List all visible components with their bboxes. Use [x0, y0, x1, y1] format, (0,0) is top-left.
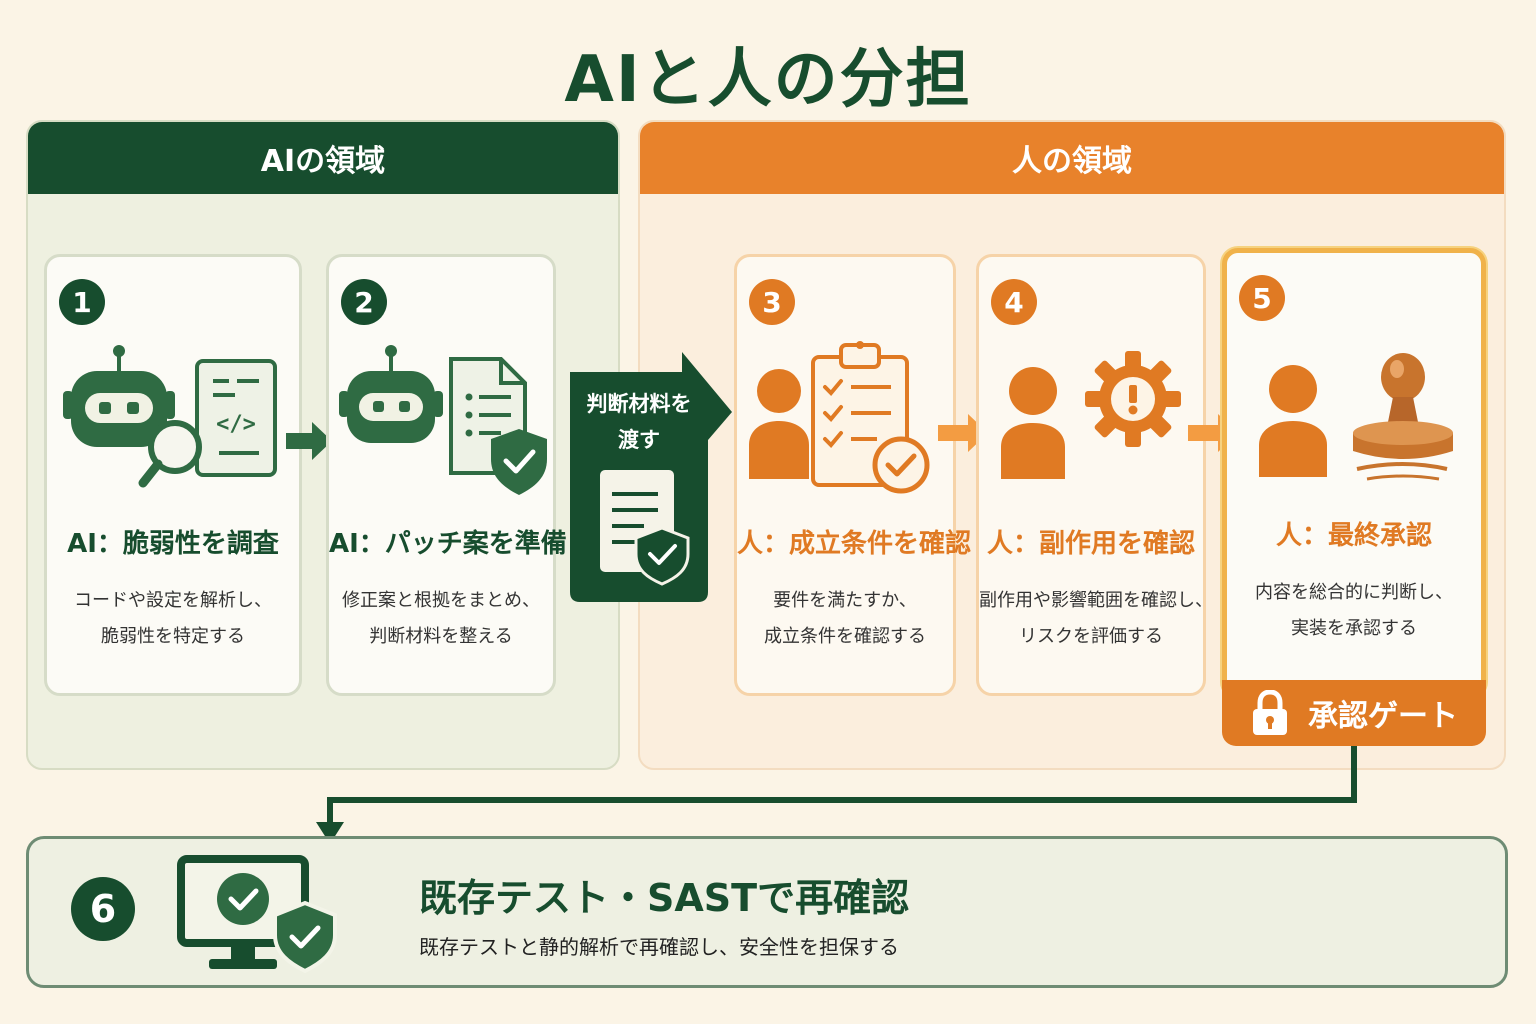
- handoff-arrow: 判断材料を 渡す: [570, 352, 734, 602]
- step-description: 要件を満たすか、 成立条件を確認する: [764, 590, 926, 647]
- approval-gate-label: 承認ゲート: [1308, 699, 1458, 734]
- human-zone-header: 人の領域: [640, 122, 1504, 194]
- step-1-card: 1 </> AI：脆弱性を調査 コードや設定を解析し、 脆弱性を特定する: [44, 254, 302, 696]
- handoff-label-line: 判断材料を: [586, 392, 692, 416]
- connector-arrow: [316, 746, 1357, 844]
- arrow-right-icon: [286, 422, 332, 460]
- step-description: 修正案と根拠をまとめ、 判断材料を整える: [342, 590, 540, 647]
- person-stamp-icon: [1259, 353, 1453, 481]
- monitor-check-shield-icon: [177, 855, 337, 974]
- step-4-card: 4 人：副作用を確認 副作用や影響範囲を確認し、 リスクを評価する: [976, 254, 1213, 696]
- step-number: 6: [71, 877, 135, 941]
- step-title: 人：最終承認: [1275, 521, 1432, 551]
- document-shield-icon: [600, 470, 690, 586]
- person-checklist-icon: [749, 341, 930, 494]
- ai-zone-header: AIの領域: [28, 122, 618, 194]
- step-title: AI：パッチ案を準備: [329, 529, 567, 559]
- step-2-card: 2 AI：パッチ案を準備 修正案と根拠をまとめ、 判断材料を整える: [326, 254, 567, 696]
- step-3-card: 3 人：成立条件を確認 要件を満たすか、 成立条件を確認する: [734, 254, 972, 696]
- person-gear-alert-icon: [1001, 351, 1181, 479]
- step-number: 1: [59, 279, 105, 325]
- step-6-card: 6 既存テスト・SASTで再確認 既存テストと静的解析で再確認し、安全性を担保す…: [26, 836, 1508, 988]
- svg-text:</>: </>: [216, 412, 256, 437]
- handoff-label-line: 渡す: [618, 428, 660, 452]
- final-step-title: 既存テスト・SASTで再確認: [419, 876, 910, 920]
- step-title: AI：脆弱性を調査: [67, 529, 279, 559]
- step-description: コードや設定を解析し、 脆弱性を特定する: [74, 590, 272, 647]
- robot-document-shield-icon: [339, 345, 547, 495]
- step-number: 4: [991, 279, 1037, 325]
- step-description: 内容を総合的に判断し、 実装を承認する: [1255, 582, 1453, 639]
- robot-search-code-icon: </>: [63, 345, 277, 488]
- step-5-card: 5 人：最終承認 内容を総合的に判断し、 実装を承認する: [1222, 248, 1486, 698]
- step-number: 5: [1239, 275, 1285, 321]
- step-title: 人：成立条件を確認: [737, 529, 972, 559]
- step-number: 3: [749, 279, 795, 325]
- approval-gate-badge: 承認ゲート: [1222, 680, 1486, 746]
- step-description: 副作用や影響範囲を確認し、 リスクを評価する: [979, 590, 1213, 647]
- final-step-description: 既存テストと静的解析で再確認し、安全性を担保する: [419, 935, 899, 959]
- step-number: 2: [341, 279, 387, 325]
- lock-icon: [1253, 690, 1287, 735]
- page-title: AIと人の分担: [564, 43, 972, 117]
- step-title: 人：副作用を確認: [986, 529, 1195, 559]
- arrow-right-icon: [938, 414, 988, 452]
